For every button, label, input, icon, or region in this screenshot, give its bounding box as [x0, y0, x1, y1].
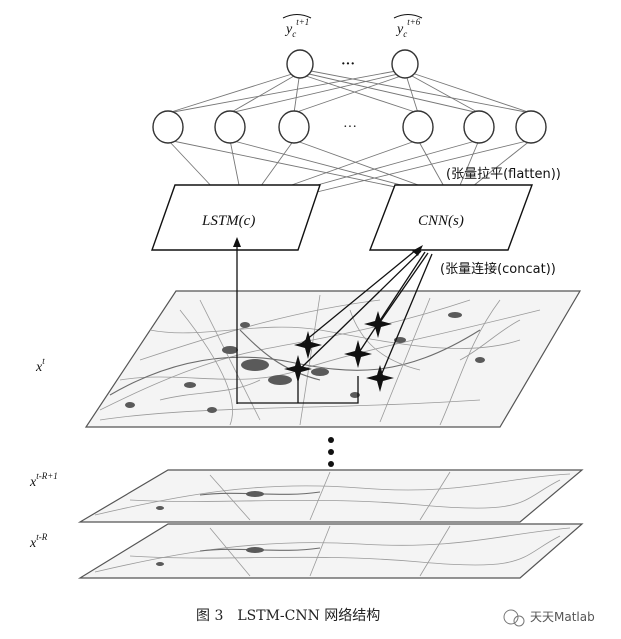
cnn-input-arrows	[299, 245, 433, 379]
cnn-block: CNN(s)	[368, 184, 534, 251]
hidden-node-5	[463, 110, 495, 144]
hidden-node-2	[214, 110, 246, 144]
output-label-1: yct+1	[282, 14, 312, 39]
lstm-block: LSTM(c)	[151, 184, 321, 251]
wechat-icon	[503, 609, 519, 625]
concat-annotation: (张量连接(concat))	[440, 261, 556, 277]
output-ellipsis: ···	[341, 57, 355, 72]
hidden-ellipsis: ···	[343, 120, 357, 135]
layer-label-t: xt	[35, 356, 45, 375]
layer-label-t-r-plus-1: xt-R+1	[29, 471, 58, 490]
star-icon	[294, 331, 322, 359]
layer-dots	[328, 437, 334, 467]
map-layer-t-r	[77, 523, 584, 579]
cnn-label: CNN(s)	[418, 213, 464, 229]
hidden-node-6	[515, 110, 547, 144]
figure-caption: 图 3 LSTM-CNN 网络结构	[196, 608, 380, 624]
hidden-to-block-edges	[167, 139, 532, 201]
svg-text:天天Matlab: 天天Matlab	[530, 610, 595, 624]
star-icon	[344, 340, 372, 368]
star-icon	[284, 355, 312, 383]
flatten-annotation: (张量拉平(flatten))	[446, 167, 561, 182]
svg-text:yct+1: yct+1	[284, 17, 309, 39]
lstm-label: LSTM(c)	[201, 213, 255, 229]
hidden-node-1	[152, 110, 184, 144]
hidden-node-4	[402, 110, 434, 144]
star-icon	[364, 311, 392, 338]
output-label-2: yct+6	[393, 14, 423, 39]
output-node-2	[391, 49, 419, 79]
location-stars	[284, 311, 394, 392]
star-icon	[366, 365, 394, 392]
layer-label-t-r: xt-R	[29, 532, 48, 551]
hidden-to-output-edges	[167, 70, 532, 114]
watermark: 天天Matlab	[503, 609, 595, 627]
hidden-node-3	[278, 110, 310, 144]
map-layer-t	[84, 290, 582, 428]
output-node-1	[286, 49, 314, 79]
map-layer-t-r-plus-1	[77, 469, 584, 523]
svg-text:yct+6: yct+6	[395, 17, 421, 39]
